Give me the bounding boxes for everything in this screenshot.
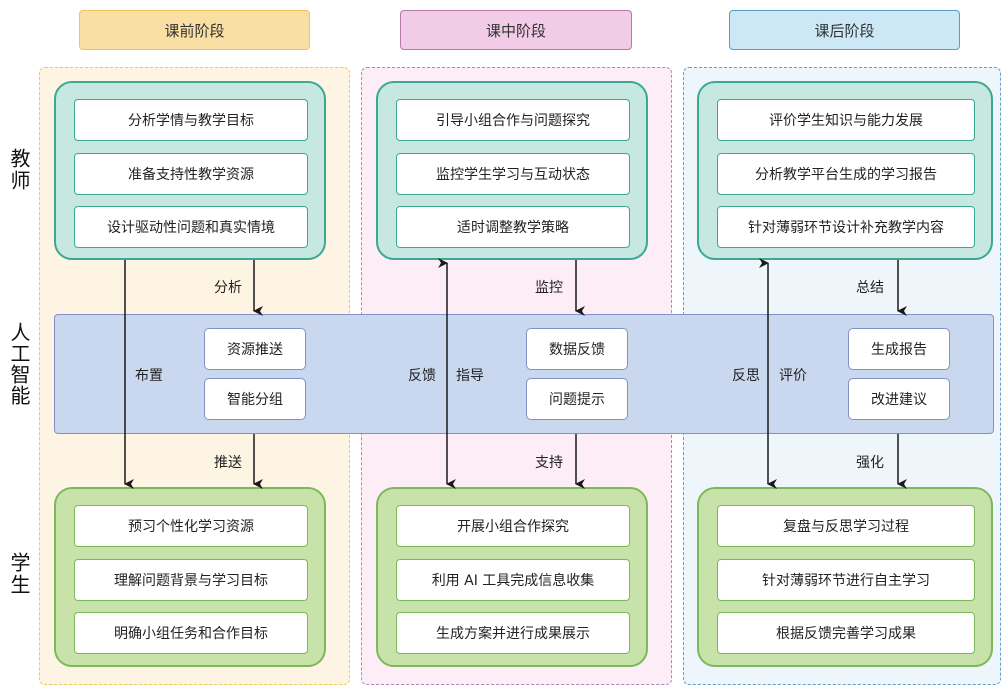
ai-function: 数据反馈 [526, 328, 628, 370]
student-task: 理解问题背景与学习目标 [74, 559, 308, 601]
role-ai-text: 人工智能 [7, 322, 31, 406]
teacher-group-post-class: 评价学生知识与能力发展 分析教学平台生成的学习报告 针对薄弱环节设计补充教学内容 [697, 81, 993, 260]
role-student-text: 学生 [7, 552, 31, 596]
student-group-pre-class: 预习个性化学习资源 理解问题背景与学习目标 明确小组任务和合作目标 [54, 487, 326, 667]
student-task: 开展小组合作探究 [396, 505, 630, 547]
role-label-student: 学生 [6, 552, 31, 602]
ai-function: 智能分组 [204, 378, 306, 420]
ai-function: 问题提示 [526, 378, 628, 420]
flow-label-summarize: 总结 [856, 280, 884, 296]
teacher-group-in-class: 引导小组合作与问题探究 监控学生学习与互动状态 适时调整教学策略 [376, 81, 648, 260]
teacher-task: 引导小组合作与问题探究 [396, 99, 630, 141]
flow-label-guide: 指导 [456, 368, 484, 384]
phase-header-in-class: 课中阶段 [400, 10, 632, 50]
flow-label-reflect: 反思 [732, 368, 760, 384]
student-task: 根据反馈完善学习成果 [717, 612, 975, 654]
phase-header-post-class: 课后阶段 [729, 10, 960, 50]
ai-function: 改进建议 [848, 378, 950, 420]
flow-label-assign: 布置 [135, 368, 163, 384]
student-task: 明确小组任务和合作目标 [74, 612, 308, 654]
student-task: 利用 AI 工具完成信息收集 [396, 559, 630, 601]
flow-label-monitor: 监控 [535, 280, 563, 296]
student-task: 生成方案并进行成果展示 [396, 612, 630, 654]
flow-label-support: 支持 [535, 455, 563, 471]
ai-function: 生成报告 [848, 328, 950, 370]
teacher-task: 准备支持性教学资源 [74, 153, 308, 195]
role-teacher-text: 教师 [7, 148, 31, 192]
teacher-group-pre-class: 分析学情与教学目标 准备支持性教学资源 设计驱动性问题和真实情境 [54, 81, 326, 260]
student-task: 预习个性化学习资源 [74, 505, 308, 547]
phase-header-pre-class: 课前阶段 [79, 10, 310, 50]
flow-label-reinforce: 强化 [856, 455, 884, 471]
teacher-task: 分析教学平台生成的学习报告 [717, 153, 975, 195]
flow-label-push: 推送 [214, 455, 242, 471]
teacher-task: 评价学生知识与能力发展 [717, 99, 975, 141]
ai-function: 资源推送 [204, 328, 306, 370]
flow-label-analyze: 分析 [214, 280, 242, 296]
student-task: 复盘与反思学习过程 [717, 505, 975, 547]
teacher-task: 监控学生学习与互动状态 [396, 153, 630, 195]
teacher-task: 适时调整教学策略 [396, 206, 630, 248]
teacher-task: 分析学情与教学目标 [74, 99, 308, 141]
teacher-task: 设计驱动性问题和真实情境 [74, 206, 308, 248]
role-label-teacher: 教师 [6, 148, 31, 198]
role-label-ai: 人工智能 [6, 322, 31, 412]
student-group-post-class: 复盘与反思学习过程 针对薄弱环节进行自主学习 根据反馈完善学习成果 [697, 487, 993, 667]
student-task: 针对薄弱环节进行自主学习 [717, 559, 975, 601]
student-group-in-class: 开展小组合作探究 利用 AI 工具完成信息收集 生成方案并进行成果展示 [376, 487, 648, 667]
teacher-task: 针对薄弱环节设计补充教学内容 [717, 206, 975, 248]
flow-label-evaluate: 评价 [779, 368, 807, 384]
flow-label-feedback: 反馈 [408, 368, 436, 384]
